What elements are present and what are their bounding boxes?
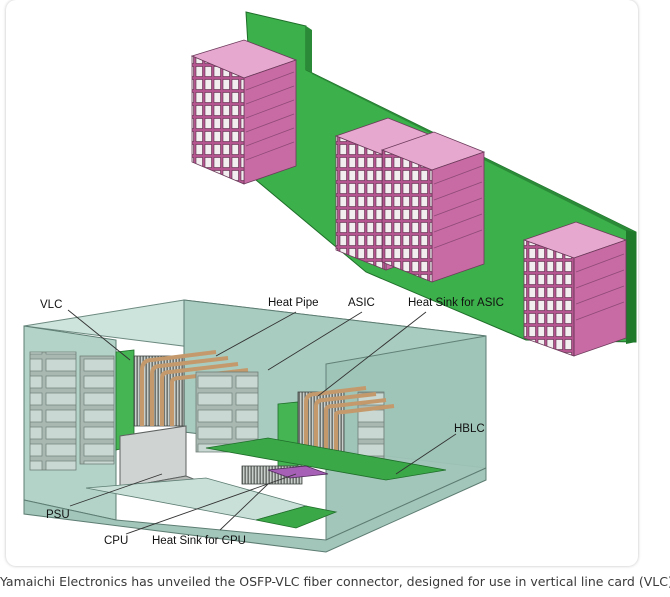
leader-psu	[69, 473, 163, 507]
label-psu: PSU	[46, 509, 70, 521]
leader-heat-sink-asic	[317, 311, 427, 397]
label-hblc: HBLC	[454, 423, 485, 435]
chassis-cutaway	[23, 299, 487, 553]
figure-caption: Yamaichi Electronics has unveiled the OS…	[0, 574, 670, 589]
callout-lines	[67, 309, 457, 535]
leader-vlc	[67, 309, 131, 361]
osfp-connector-stack	[190, 39, 298, 185]
leader-asic	[267, 311, 363, 371]
figure-card: VLC Heat Pipe ASIC Heat Sink for ASIC HB…	[6, 0, 638, 566]
label-vlc: VLC	[40, 299, 62, 311]
vlc-assembly-top	[190, 11, 637, 357]
leader-heat-sink-cpu	[219, 483, 269, 531]
leader-heat-pipe	[215, 311, 297, 357]
leader-hblc	[395, 433, 457, 475]
label-asic: ASIC	[348, 297, 375, 309]
label-heat-pipe: Heat Pipe	[268, 297, 319, 309]
diagram-illustration: VLC Heat Pipe ASIC Heat Sink for ASIC HB…	[23, 11, 637, 553]
label-heat-sink-asic: Heat Sink for ASIC	[408, 297, 504, 309]
osfp-connector-stack	[380, 131, 486, 283]
label-cpu: CPU	[104, 535, 128, 547]
callout-labels: VLC Heat Pipe ASIC Heat Sink for ASIC HB…	[40, 297, 504, 547]
osfp-connector-stack	[522, 221, 628, 357]
label-heat-sink-cpu: Heat Sink for CPU	[152, 535, 246, 547]
